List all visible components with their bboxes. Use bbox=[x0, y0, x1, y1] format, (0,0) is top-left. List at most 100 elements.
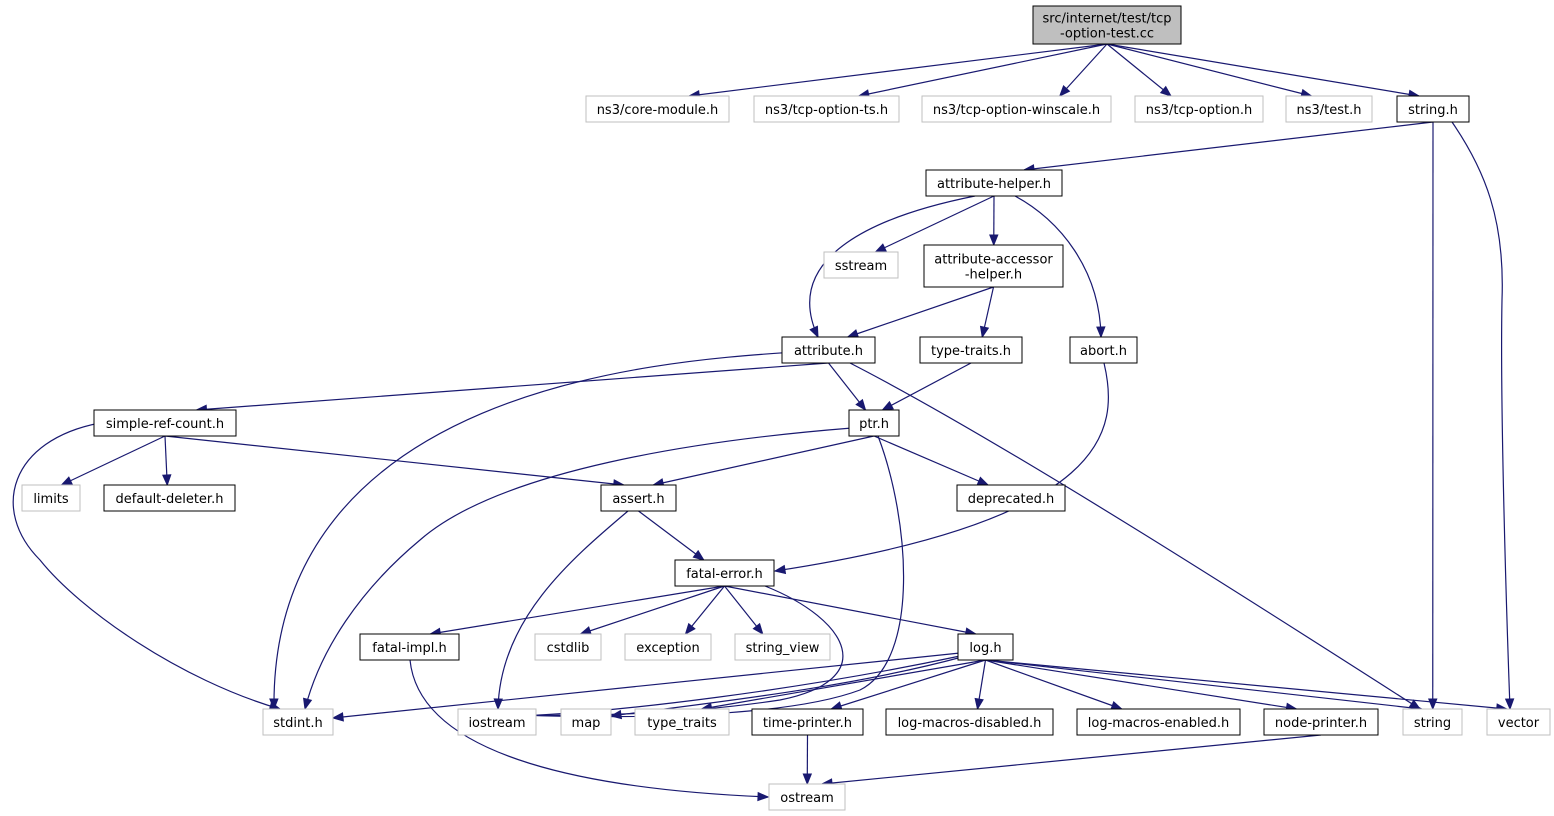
node-node-printer[interactable]: node-printer.h bbox=[1263, 708, 1379, 736]
arrowhead bbox=[609, 709, 623, 720]
arrowhead bbox=[1159, 85, 1173, 97]
node-label: attribute-accessor bbox=[934, 253, 1053, 268]
arrowhead bbox=[579, 626, 592, 636]
node-sstream: sstream bbox=[823, 251, 899, 279]
node-label: stdint.h bbox=[273, 716, 322, 731]
edge-attribute_helper-to-sstream bbox=[874, 195, 995, 253]
node-label: attribute.h bbox=[794, 344, 863, 359]
arrowhead bbox=[757, 791, 770, 802]
edge-string_h-to-string bbox=[1428, 121, 1438, 711]
node-stdint-h: stdint.h bbox=[262, 708, 334, 736]
edge-string_h-to-vector bbox=[1451, 121, 1515, 711]
arrowhead bbox=[855, 398, 867, 412]
node-test-h: ns3/test.h bbox=[1285, 95, 1373, 123]
node-label: string_view bbox=[746, 641, 820, 656]
edge-root-to-tcp_option_ts bbox=[857, 43, 1108, 99]
node-log-macros-disabled[interactable]: log-macros-disabled.h bbox=[885, 708, 1054, 736]
arrowhead bbox=[752, 622, 764, 636]
edge-root-to-core_module bbox=[687, 43, 1108, 100]
node-log-macros-enabled[interactable]: log-macros-enabled.h bbox=[1076, 708, 1241, 736]
node-string-h[interactable]: string.h bbox=[1396, 95, 1470, 123]
node-tcp-option-ts: ns3/tcp-option-ts.h bbox=[753, 95, 900, 123]
node-default-deleter[interactable]: default-deleter.h bbox=[103, 484, 236, 512]
node-label: string bbox=[1414, 716, 1451, 731]
node-label: ns3/tcp-option-winscale.h bbox=[933, 103, 1100, 118]
arrowhead bbox=[989, 234, 999, 247]
node-exception: exception bbox=[624, 633, 712, 661]
edge-attribute_accessor_helper-to-type_traits_h bbox=[979, 286, 995, 339]
edge-root-to-tcp_option_winscale bbox=[1058, 43, 1108, 97]
arrowhead bbox=[809, 325, 819, 339]
edge-fatal_error-to-cstdlib bbox=[579, 585, 725, 636]
node-label: exception bbox=[636, 641, 700, 656]
node-time-printer[interactable]: time-printer.h bbox=[751, 708, 864, 736]
edge-root-to-tcp_option bbox=[1106, 43, 1173, 97]
node-tcp-option-winscale: ns3/tcp-option-winscale.h bbox=[921, 95, 1112, 123]
node-label: ostream bbox=[780, 791, 834, 806]
node-iostream: iostream bbox=[457, 708, 537, 736]
node-vector: vector bbox=[1486, 708, 1551, 736]
node-label: limits bbox=[33, 492, 69, 507]
arrowhead bbox=[1110, 700, 1124, 710]
edge-attribute_helper-to-attribute_accessor_helper bbox=[989, 195, 999, 247]
node-abort-h[interactable]: abort.h bbox=[1069, 336, 1138, 364]
edge-simple_ref_count-to-stdint_h bbox=[12, 422, 282, 711]
edge-fatal_error-to-fatal_impl bbox=[428, 585, 725, 637]
node-tcp-option: ns3/tcp-option.h bbox=[1134, 95, 1264, 123]
node-attribute-h[interactable]: attribute.h bbox=[781, 336, 876, 364]
node-label: log.h bbox=[969, 641, 1001, 656]
arrowhead bbox=[773, 564, 787, 575]
arrowhead bbox=[979, 325, 990, 339]
node-deprecated-h[interactable]: deprecated.h bbox=[956, 484, 1066, 512]
node-label: log-macros-disabled.h bbox=[898, 716, 1042, 731]
node-label: default-deleter.h bbox=[116, 492, 224, 507]
node-label: attribute-helper.h bbox=[937, 177, 1051, 192]
node-root[interactable]: src/internet/test/tcp-option-test.cc bbox=[1032, 5, 1182, 45]
node-label: abort.h bbox=[1080, 344, 1127, 359]
arrowhead bbox=[974, 697, 984, 711]
node-label: -helper.h bbox=[965, 268, 1022, 283]
edge-attribute_h-to-simple_ref_count bbox=[195, 362, 829, 414]
edge-log_h-to-time_printer bbox=[829, 659, 986, 711]
graph-edges bbox=[12, 43, 1515, 802]
edge-attribute_helper-to-attribute_h bbox=[809, 195, 976, 339]
arrowhead bbox=[1058, 85, 1071, 97]
arrowhead bbox=[1504, 698, 1515, 711]
edge-log_h-to-type_traits bbox=[700, 659, 986, 712]
arrowhead bbox=[60, 476, 74, 486]
arrowhead bbox=[684, 622, 696, 636]
node-label: ns3/tcp-option.h bbox=[1146, 103, 1253, 118]
arrowhead bbox=[846, 329, 860, 339]
edge-ptr_h-to-assert_h bbox=[651, 435, 875, 488]
edge-abort_h-to-fatal_error bbox=[773, 362, 1110, 575]
edge-time_printer-to-ostream bbox=[802, 734, 813, 786]
node-log-h[interactable]: log.h bbox=[957, 633, 1014, 661]
node-label: iostream bbox=[468, 716, 525, 731]
node-label: fatal-impl.h bbox=[372, 641, 446, 656]
edge-assert_h-to-fatal_error bbox=[638, 510, 705, 561]
node-string: string bbox=[1402, 708, 1463, 736]
edge-node_printer-to-ostream bbox=[820, 734, 1322, 788]
edge-log_h-to-node_printer bbox=[985, 659, 1298, 713]
node-label: vector bbox=[1498, 716, 1540, 731]
node-cstdlib: cstdlib bbox=[534, 633, 602, 661]
edge-fatal_error-to-string_view bbox=[724, 585, 764, 636]
node-fatal-error[interactable]: fatal-error.h bbox=[674, 559, 775, 587]
node-label: string.h bbox=[1408, 103, 1458, 118]
node-label: time-printer.h bbox=[763, 716, 852, 731]
node-attribute-accessor-helper[interactable]: attribute-accessor-helper.h bbox=[923, 244, 1064, 288]
node-label: assert.h bbox=[612, 492, 664, 507]
node-label: simple-ref-count.h bbox=[106, 417, 224, 432]
node-attribute-helper[interactable]: attribute-helper.h bbox=[925, 169, 1063, 197]
edge-log_h-to-log_macros_disabled bbox=[974, 659, 987, 711]
edge-log_h-to-vector bbox=[985, 659, 1509, 713]
node-fatal-impl[interactable]: fatal-impl.h bbox=[359, 633, 460, 661]
node-simple-ref-count[interactable]: simple-ref-count.h bbox=[93, 409, 237, 437]
node-assert-h[interactable]: assert.h bbox=[600, 484, 677, 512]
node-type-traits-h[interactable]: type-traits.h bbox=[919, 336, 1023, 364]
node-label: ns3/tcp-option-ts.h bbox=[765, 103, 888, 118]
node-ostream: ostream bbox=[768, 783, 846, 811]
node-ptr-h[interactable]: ptr.h bbox=[848, 409, 900, 437]
arrowhead bbox=[302, 697, 313, 711]
